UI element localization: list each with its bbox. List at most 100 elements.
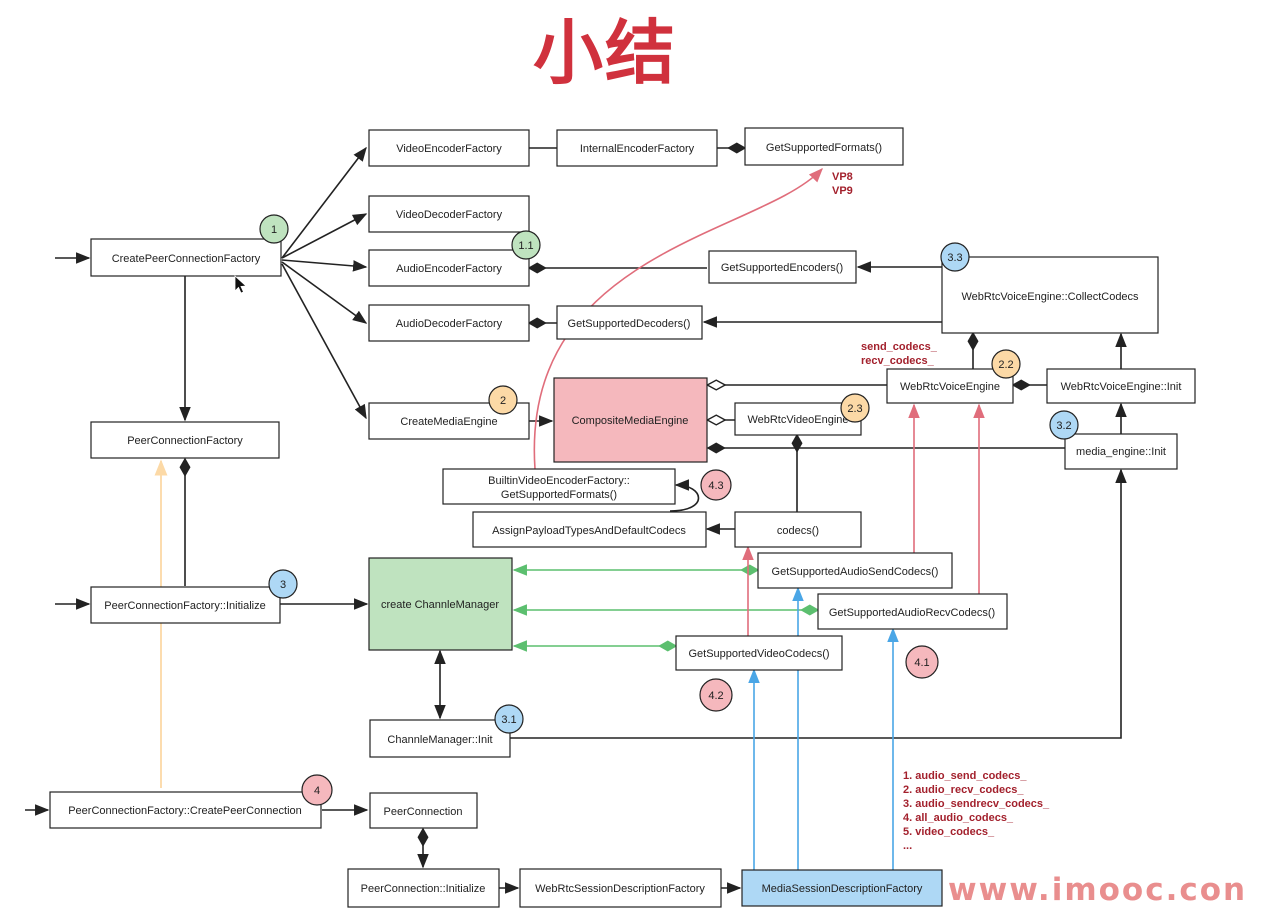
page-title: 小结: [533, 12, 677, 94]
box-audio-dec-factory: AudioDecoderFactory: [368, 304, 530, 342]
svg-text:PeerConnection::Initialize: PeerConnection::Initialize: [361, 883, 486, 895]
arrow-to-create-media-engine: [281, 263, 367, 420]
svg-text:VideoEncoderFactory: VideoEncoderFactory: [396, 143, 502, 155]
badge-3-3: 3.3: [940, 242, 970, 272]
box-get-supported-decoders: GetSupportedDecoders(): [556, 305, 703, 340]
note-codec-list-5: 5. video_codecs_: [903, 826, 995, 838]
svg-text:2: 2: [500, 395, 506, 407]
svg-text:codecs(): codecs(): [777, 525, 819, 537]
svg-text:4: 4: [314, 785, 320, 797]
box-media-sdf: MediaSessionDescriptionFactory: [741, 869, 943, 907]
svg-text:WebRtcSessionDescriptionFactor: WebRtcSessionDescriptionFactory: [535, 883, 705, 895]
box-video-dec-factory: VideoDecoderFactory: [368, 195, 530, 233]
svg-text:BuiltinVideoEncoderFactory::: BuiltinVideoEncoderFactory::: [488, 475, 630, 487]
badge-2: 2: [488, 385, 518, 415]
svg-text:MediaSessionDescriptionFactory: MediaSessionDescriptionFactory: [762, 883, 923, 895]
svg-text:VideoDecoderFactory: VideoDecoderFactory: [396, 209, 503, 221]
arrow-to-video-enc-factory: [281, 146, 367, 259]
watermark: www.imooc.con: [948, 872, 1248, 908]
badge-1-1: 1.1: [511, 230, 541, 260]
box-media-engine-init: media_engine::Init: [1064, 433, 1178, 470]
boxes: CreatePeerConnectionFactory PeerConnecti…: [49, 127, 1196, 908]
svg-text:PeerConnectionFactory::CreateP: PeerConnectionFactory::CreatePeerConnect…: [68, 805, 302, 817]
svg-text:AssignPayloadTypesAndDefaultCo: AssignPayloadTypesAndDefaultCodecs: [492, 525, 686, 537]
badge-3-2: 3.2: [1049, 410, 1079, 440]
arrow-to-video-dec-factory: [281, 213, 368, 259]
badge-4-1: 4.1: [905, 645, 939, 679]
badge-4: 4: [301, 774, 333, 806]
svg-text:WebRtcVoiceEngine::Init: WebRtcVoiceEngine::Init: [1061, 381, 1182, 393]
arrow-assign-builtin: [669, 479, 700, 512]
box-peer-connection: PeerConnection: [369, 792, 478, 829]
svg-text:PeerConnectionFactory::Initial: PeerConnectionFactory::Initialize: [104, 600, 265, 612]
svg-text:4.3: 4.3: [708, 480, 723, 492]
arrow-to-audio-enc-factory: [281, 259, 368, 272]
connectors: [25, 142, 1127, 894]
box-composite-media-engine: CompositeMediaEngine: [553, 377, 708, 463]
badge-3: 3: [268, 569, 298, 599]
note-codec-list-6: ...: [903, 840, 912, 852]
box-audio-enc-factory: AudioEncoderFactory: [368, 249, 530, 287]
box-voice-engine: WebRtcVoiceEngine: [886, 368, 1014, 404]
badge-1: 1: [259, 214, 289, 244]
svg-text:CompositeMediaEngine: CompositeMediaEngine: [572, 415, 689, 427]
box-collect-codecs: WebRtcVoiceEngine::CollectCodecs: [941, 256, 1159, 334]
box-create-pcf: CreatePeerConnectionFactory: [90, 238, 282, 277]
svg-text:4.2: 4.2: [708, 690, 723, 702]
svg-text:1.1: 1.1: [518, 240, 533, 252]
box-pc-init: PeerConnection::Initialize: [347, 868, 500, 908]
badge-3-1: 3.1: [494, 704, 524, 734]
box-get-audio-send: GetSupportedAudioSendCodecs(): [757, 552, 953, 589]
svg-text:InternalEncoderFactory: InternalEncoderFactory: [580, 143, 695, 155]
box-pcf-init: PeerConnectionFactory::Initialize: [90, 586, 281, 624]
svg-text:WebRtcVoiceEngine::CollectCode: WebRtcVoiceEngine::CollectCodecs: [961, 291, 1139, 303]
note-codec-list-4: 4. all_audio_codecs_: [903, 812, 1014, 824]
svg-text:AudioDecoderFactory: AudioDecoderFactory: [396, 318, 503, 330]
note-recv-codecs: recv_codecs_: [861, 355, 935, 367]
svg-text:create ChannleManager: create ChannleManager: [381, 599, 499, 611]
box-get-video-codecs: GetSupportedVideoCodecs(): [675, 635, 843, 671]
arrow-builtin-to-vp8: [533, 167, 823, 470]
notes: VP8 VP9 send_codecs_ recv_codecs_ 1. aud…: [832, 171, 1050, 852]
note-codec-list-1: 1. audio_send_codecs_: [903, 770, 1027, 782]
svg-text:GetSupportedEncoders(): GetSupportedEncoders(): [721, 262, 843, 274]
svg-text:GetSupportedAudioRecvCodecs(): GetSupportedAudioRecvCodecs(): [829, 607, 995, 619]
note-codec-list-2: 2. audio_recv_codecs_: [903, 784, 1024, 796]
box-pcf-create-pc: PeerConnectionFactory::CreatePeerConnect…: [49, 791, 322, 829]
box-codecs: codecs(): [734, 511, 862, 548]
badge-4-3: 4.3: [700, 469, 732, 501]
box-builtin-video-enc-factory: BuiltinVideoEncoderFactory:: GetSupporte…: [442, 468, 676, 505]
box-get-supported-formats: GetSupportedFormats(): [744, 127, 904, 166]
badge-2-3: 2.3: [840, 393, 870, 423]
box-video-enc-factory: VideoEncoderFactory: [368, 129, 530, 167]
box-video-engine: WebRtcVideoEngine: [734, 402, 862, 436]
box-internal-enc-factory: InternalEncoderFactory: [556, 129, 718, 167]
svg-text:3.1: 3.1: [501, 714, 516, 726]
svg-text:4.1: 4.1: [914, 657, 929, 669]
box-create-channel-manager: create ChannleManager: [368, 557, 513, 651]
svg-text:3: 3: [280, 579, 286, 591]
note-codec-list-3: 3. audio_sendrecv_codecs_: [903, 798, 1050, 810]
badges: 1 1.1 3.3 2 2.2 2.3 3.2 4.3 3 4.1 4.2 3.…: [259, 214, 1079, 806]
svg-text:GetSupportedVideoCodecs(): GetSupportedVideoCodecs(): [688, 648, 829, 660]
svg-text:3.2: 3.2: [1056, 420, 1071, 432]
arrow-to-audio-dec-factory: [281, 261, 368, 324]
note-vp8: VP8: [832, 171, 853, 183]
box-voice-engine-init: WebRtcVoiceEngine::Init: [1046, 368, 1196, 404]
svg-text:WebRtcVideoEngine: WebRtcVideoEngine: [747, 414, 848, 426]
svg-text:GetSupportedDecoders(): GetSupportedDecoders(): [568, 318, 691, 330]
box-pcf: PeerConnectionFactory: [90, 421, 280, 459]
svg-text:GetSupportedFormats(): GetSupportedFormats(): [501, 489, 617, 501]
box-get-audio-recv: GetSupportedAudioRecvCodecs(): [817, 593, 1008, 630]
box-webrtc-sdf: WebRtcSessionDescriptionFactory: [519, 868, 722, 908]
svg-text:1: 1: [271, 224, 277, 236]
note-send-codecs: send_codecs_: [861, 341, 938, 353]
box-get-supported-encoders: GetSupportedEncoders(): [708, 250, 857, 284]
box-assign-payload: AssignPayloadTypesAndDefaultCodecs: [472, 511, 707, 548]
svg-text:2.3: 2.3: [847, 403, 862, 415]
svg-text:media_engine::Init: media_engine::Init: [1076, 446, 1166, 458]
badge-2-2: 2.2: [991, 349, 1021, 379]
svg-text:GetSupportedAudioSendCodecs(): GetSupportedAudioSendCodecs(): [772, 566, 939, 578]
note-vp9: VP9: [832, 185, 853, 197]
